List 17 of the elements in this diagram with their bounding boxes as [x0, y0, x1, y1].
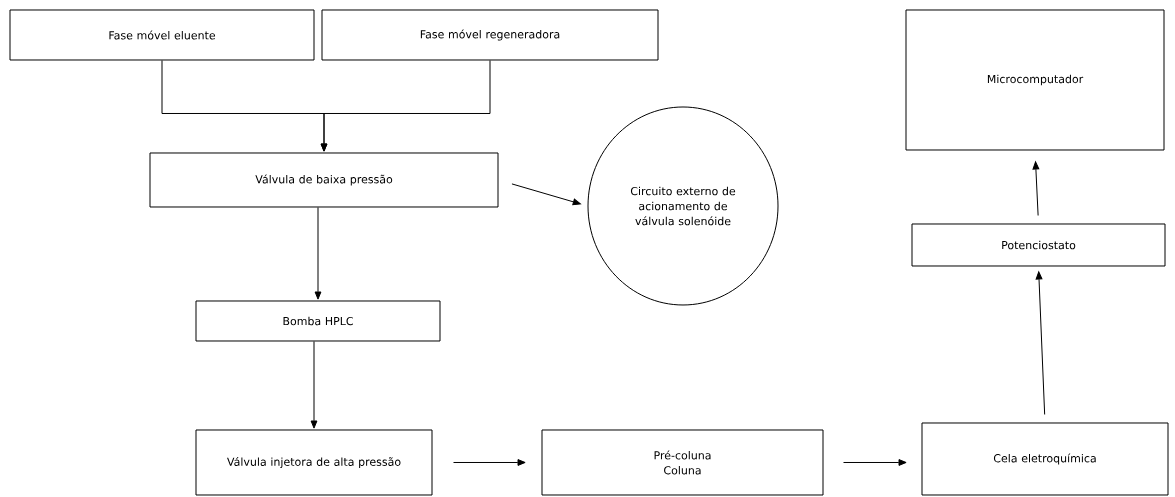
process-box: Microcomputador — [905, 9, 1165, 151]
process-box: Válvula injetora de alta pressão — [195, 429, 433, 496]
process-box: Fase móvel eluente — [9, 9, 315, 61]
process-box: Pré-coluna Coluna — [541, 429, 824, 496]
arrow — [320, 60, 491, 152]
process-box: Válvula de baixa pressão — [149, 152, 499, 208]
arrow — [511, 183, 581, 206]
process-box: Bomba HPLC — [195, 300, 441, 342]
process-box: Cela eletroquímica — [921, 422, 1169, 496]
arrow — [843, 459, 907, 466]
process-box: Fase móvel regeneradora — [321, 9, 659, 61]
arrow — [310, 341, 318, 429]
arrow — [1032, 161, 1040, 216]
arrow — [314, 207, 322, 300]
arrow — [1035, 271, 1046, 415]
process-box: Potenciostato — [911, 223, 1166, 267]
arrow — [453, 459, 526, 466]
